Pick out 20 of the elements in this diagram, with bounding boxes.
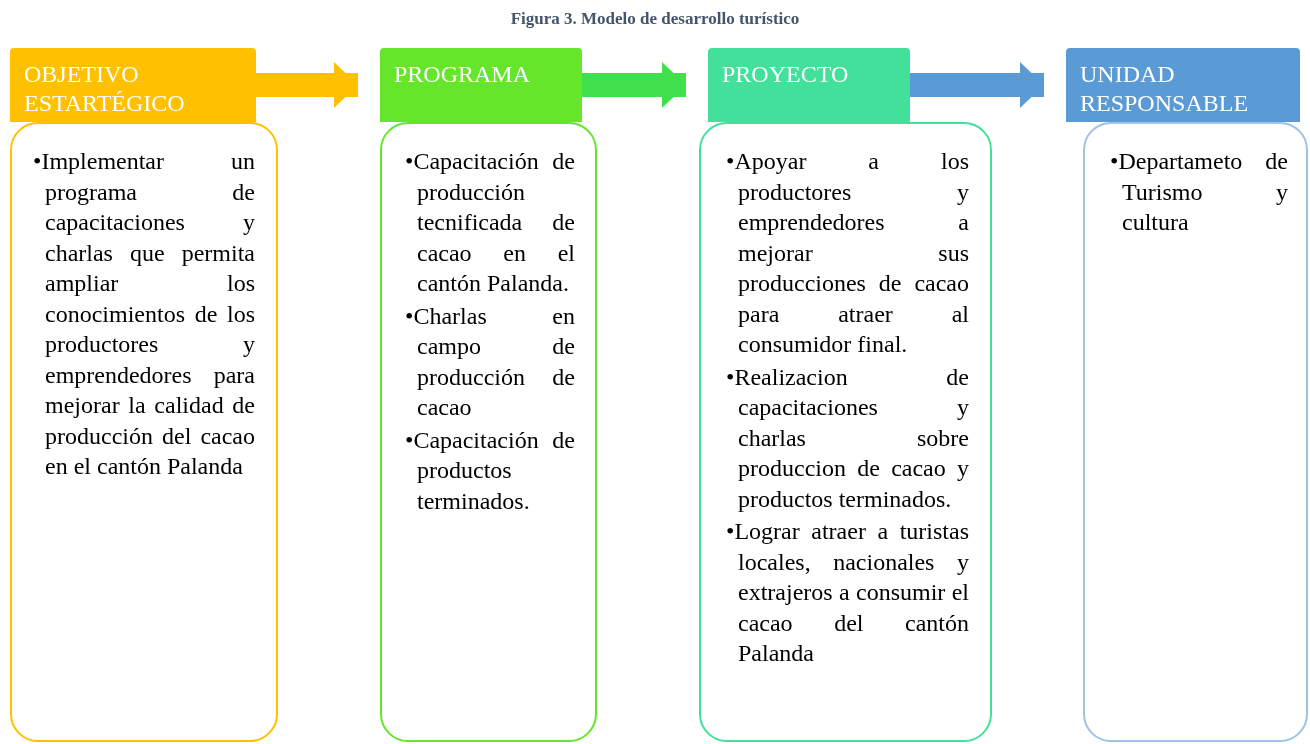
content-card (1083, 122, 1308, 742)
content-card (699, 122, 992, 742)
bullet-text: •Departameto de Turismo y cultura (1110, 147, 1288, 237)
block-arrow (256, 62, 358, 108)
header-box: UNIDAD RESPONSABLE (1066, 48, 1300, 122)
block-arrow (582, 62, 686, 108)
content-card (10, 122, 278, 742)
header-box: OBJETIVO ESTARTÉGICO (10, 48, 256, 122)
bullet-text: •Implementar un programa de capacitaciones y charlas que permita ampliar los conocimientos de los productores y emprendedores para mejorar la calidad de producción del cacao en el cantón Palanda (33, 147, 255, 481)
block-arrow (910, 62, 1044, 108)
bullet-text: •Capacitación de producción tecnificada de cacao en el cantón Palanda. (405, 147, 575, 298)
bullet-text: •Capacitación de productos terminados. (405, 425, 575, 516)
bullet-text: •Realizacion de capacitaciones y charlas sobre produccion de cacao y productos terminados. (726, 362, 969, 514)
header-box: PROGRAMA (380, 48, 582, 122)
content-card (380, 122, 597, 742)
header-box: PROYECTO (708, 48, 910, 122)
bullet-text: •Charlas en campo de producción de cacao (405, 301, 575, 422)
bullet-text: •Apoyar a los productores y emprendedores a mejorar sus producciones de cacao para atraer al consumidor final. (726, 147, 969, 359)
figure-title: Figura 3. Modelo de desarrollo turístico (509, 8, 801, 30)
bullet-text: •Lograr atraer a turistas locales, nacionales y extrajeros a consumir el cacao del cantón Palanda (726, 517, 969, 668)
